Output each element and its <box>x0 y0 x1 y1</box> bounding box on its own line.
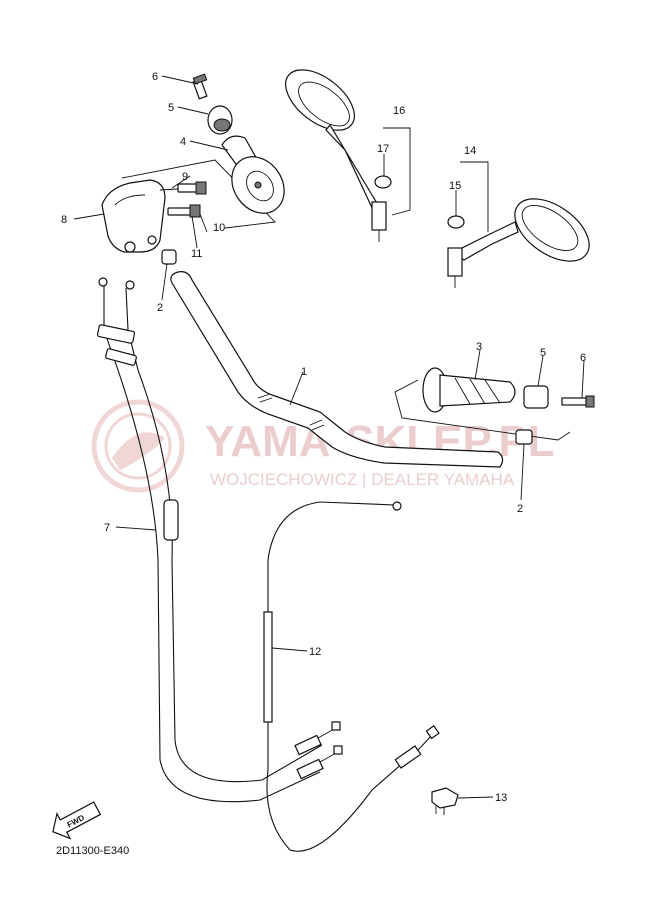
callout-14: 14 <box>464 145 476 157</box>
callout-3: 3 <box>476 341 482 353</box>
callout-17: 17 <box>377 143 389 155</box>
left-grip <box>221 135 285 214</box>
watermark-tagline: WOJCIECHOWICZ | DEALER YAMAHA <box>210 470 515 489</box>
collar-left <box>161 249 177 265</box>
callout-2-right: 2 <box>517 503 523 515</box>
left-grip-end <box>207 105 233 135</box>
left-mirror <box>285 69 387 242</box>
callout-12: 12 <box>309 646 321 658</box>
callout-1: 1 <box>301 366 307 378</box>
clutch-switch <box>431 787 459 815</box>
callout-bracket-14 <box>460 161 489 232</box>
right-grip <box>422 367 516 413</box>
callout-9: 9 <box>182 171 188 183</box>
callout-7: 7 <box>104 522 110 534</box>
callout-4: 4 <box>180 136 186 148</box>
switch-bolt-upper <box>159 181 207 195</box>
callout-5-right: 5 <box>540 347 546 359</box>
left-switch-housing <box>101 179 166 253</box>
callout-13: 13 <box>495 792 507 804</box>
callout-2-left: 2 <box>157 302 163 314</box>
right-mirror-cap <box>447 215 465 229</box>
watermark-logo-icon <box>91 399 185 493</box>
left-mirror-cap <box>374 175 392 189</box>
clutch-cable <box>263 501 440 852</box>
left-end-screw <box>192 73 208 100</box>
right-end-screw <box>561 395 595 408</box>
cable-adjuster-upper <box>294 721 341 756</box>
right-grip-end <box>523 385 549 409</box>
diagram-code: 2D11300-E340 <box>56 845 129 857</box>
callout-numbers: 6 5 4 9 8 10 11 2 16 17 14 15 1 3 5 6 2 … <box>61 71 586 804</box>
callout-6-left: 6 <box>152 71 158 83</box>
callout-10: 10 <box>213 222 225 234</box>
callout-15: 15 <box>449 180 461 192</box>
right-grip-outline <box>394 379 571 441</box>
switch-bolt-lower <box>167 204 201 218</box>
leader-lines <box>73 75 585 799</box>
callout-bracket-16 <box>383 127 411 216</box>
collar-right <box>515 429 533 445</box>
handlebar <box>170 271 504 468</box>
cable-adjuster-lower <box>296 745 343 780</box>
throttle-cables <box>96 277 343 803</box>
callout-8: 8 <box>61 214 67 226</box>
callout-16: 16 <box>393 105 405 117</box>
callout-5-left: 5 <box>168 102 174 114</box>
callout-11: 11 <box>191 248 202 260</box>
right-mirror <box>447 198 590 288</box>
callout-6-right: 6 <box>580 352 586 364</box>
fwd-arrow-icon: FWD <box>52 801 102 840</box>
